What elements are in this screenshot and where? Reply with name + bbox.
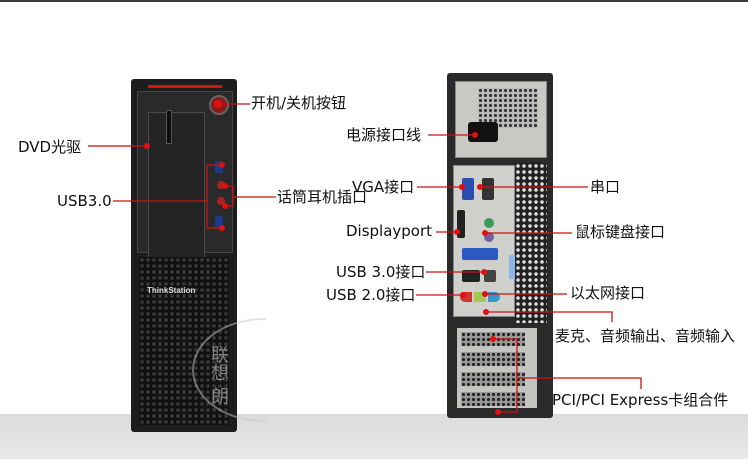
audio-jacks [460,292,500,302]
front-tower-image: ThinkStation [131,79,237,432]
label-front-usb: USB3.0 [57,192,112,210]
pci-slot [461,392,525,406]
front-usb-port [215,216,223,228]
front-headphone-jack [217,197,225,205]
pci-slot [461,352,525,366]
callout-dot [483,309,489,315]
ethernet-port [484,270,496,282]
callout-dot [495,409,501,415]
callout-dot [460,292,466,298]
io-panel [453,165,515,317]
callout-dot [222,203,228,209]
label-mic-headphone: 话筒耳机插口 [277,188,368,206]
label-ethernet: 以太网接口 [570,284,646,302]
label-power-cord: 电源接口线 [346,126,422,144]
label-usb2: USB 2.0接口 [326,286,416,304]
label-vga: VGA接口 [352,178,415,196]
callout-dot [482,230,488,236]
ps2-port [484,218,494,228]
callout-dot [477,184,483,190]
callout-dot [472,132,478,138]
label-power-button: 开机/关机按钮 [251,94,347,112]
serial-port [482,178,494,200]
rear-tower-image [447,73,553,418]
callout-dot [144,143,150,149]
label-displayport: Displayport [346,222,433,240]
psu-grill [478,88,538,128]
callout-dot [219,162,225,168]
front-usb-port [215,161,223,173]
label-usb3: USB 3.0接口 [336,263,426,281]
callout-dot [454,229,460,235]
expansion-card-slots [457,328,537,408]
callout-dot [459,184,465,190]
pci-slot [461,372,525,386]
ps2-port [484,232,494,242]
callout-dot [222,183,228,189]
top-border [0,0,748,2]
red-accent-strip [148,85,222,88]
callout-dot [490,336,496,342]
watermark-text: 联想 朗 [208,345,229,405]
front-upper-panel [137,91,233,259]
callout-dot [214,100,222,108]
blue-latch [509,255,519,279]
callout-dot [481,269,487,275]
label-ps2: 鼠标键盘接口 [575,223,666,241]
front-mic-jack [217,181,225,189]
usb2-ports [462,270,480,282]
usb3-ports [462,248,498,260]
dvd-drive-bay [148,112,205,259]
vga-port [462,178,474,200]
card-reader-slot [166,110,172,144]
label-pci: PCI/PCI Express卡组合件 [552,391,729,409]
label-audio: 麦克、音频输出、音频输入 [555,327,736,345]
brand-logo: ThinkStation [147,286,196,295]
label-serial: 串口 [590,178,621,196]
floor-reflection [0,414,748,459]
rear-mesh-grill [515,163,547,323]
callout-dot [219,225,225,231]
callout-dot [482,291,488,297]
label-dvd-drive: DVD光驱 [18,138,82,156]
displayport-port [457,210,465,238]
